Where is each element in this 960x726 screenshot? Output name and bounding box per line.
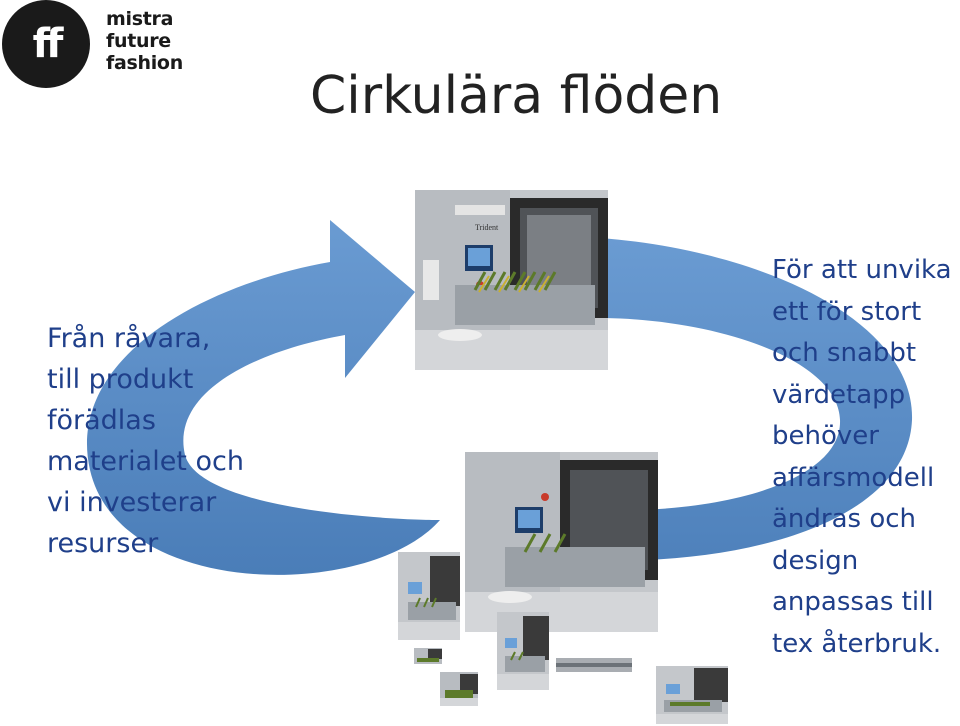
machine-photo-small xyxy=(656,666,728,724)
machine-photo-strip xyxy=(556,658,632,672)
left-text-line: Från råvara, xyxy=(47,323,211,354)
machine-photo-tiny xyxy=(414,648,442,664)
machine-photo-small xyxy=(497,612,549,690)
left-description: Från råvara, till produkt förädlas mater… xyxy=(47,318,287,564)
right-text-line: För att unvika xyxy=(772,255,952,285)
right-text-line: ett för stort xyxy=(772,296,922,327)
machine-photo-image xyxy=(465,452,658,632)
logo-line: mistra xyxy=(106,8,174,30)
mistra-future-fashion-logo: ff mistra future fashion xyxy=(0,0,200,92)
right-text-line: affärsmodell xyxy=(772,462,935,493)
left-text-line: vi investerar xyxy=(47,487,217,518)
logo-line: fashion xyxy=(106,52,183,74)
right-text-line: värdetapp xyxy=(772,379,906,410)
left-cycle-arrow xyxy=(86,220,441,575)
right-text-line: tex återbruk. xyxy=(772,628,942,659)
right-description: För att unvika ett för stort och snabbt … xyxy=(772,250,960,665)
left-text-line: materialet och xyxy=(47,446,244,477)
machine-photo-image xyxy=(398,552,460,640)
machine-photo-small xyxy=(398,552,460,640)
right-text-line: anpassas till xyxy=(772,587,934,617)
machine-photo-tiny xyxy=(440,672,478,706)
machine-photo-image xyxy=(497,612,549,690)
logo-mark: ff xyxy=(32,21,64,67)
machine-photo-image: Trident xyxy=(415,190,608,370)
left-text-line: resurser xyxy=(47,528,159,559)
right-text-line: och snabbt xyxy=(772,338,917,368)
logo-circle: ff xyxy=(2,0,90,88)
right-text-line: behöver xyxy=(772,421,879,451)
logo-wordmark: mistra future fashion xyxy=(106,8,183,74)
left-text-line: förädlas xyxy=(47,405,156,436)
machine-photo-image xyxy=(556,658,632,672)
right-text-line: ändras och xyxy=(772,504,917,534)
machine-photo-image xyxy=(440,672,478,706)
machine-photo-large: Trident xyxy=(415,190,608,370)
left-text-line: till produkt xyxy=(47,364,194,395)
right-text-line: design xyxy=(772,545,859,576)
machine-photo-image xyxy=(656,666,728,724)
machine-photo-medium xyxy=(465,452,658,632)
machine-photo-image xyxy=(414,648,442,664)
photo-label: Trident xyxy=(475,223,499,232)
slide-title: Cirkulära flöden xyxy=(310,66,723,126)
logo-line: future xyxy=(106,30,171,52)
